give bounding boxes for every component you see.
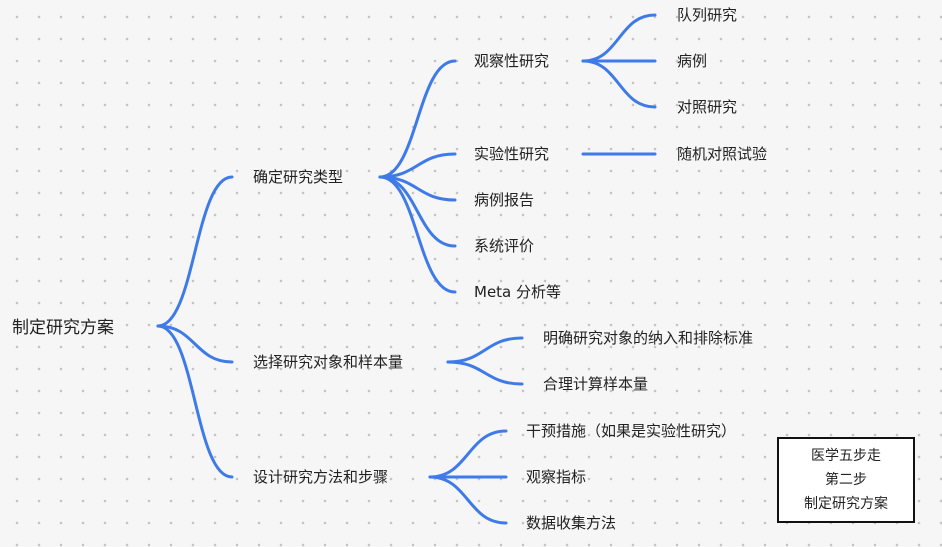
node-case[interactable]: 病例	[677, 52, 708, 70]
node-inclusion-exclusion[interactable]: 明确研究对象的纳入和排除标准	[543, 329, 754, 347]
note-line-1: 医学五步走	[811, 448, 881, 464]
node-subjects-sample-size[interactable]: 选择研究对象和样本量	[253, 353, 404, 371]
node-control-study[interactable]: 对照研究	[677, 98, 738, 116]
note-line-2: 第二步	[825, 472, 867, 488]
node-methods-steps[interactable]: 设计研究方法和步骤	[253, 468, 389, 486]
edge-root-subjects	[156, 324, 234, 364]
edge-type-meta-analysis	[378, 175, 457, 294]
node-systematic-review[interactable]: 系统评价	[474, 237, 535, 255]
edge-obs-control	[581, 59, 657, 109]
node-data-collection[interactable]: 数据收集方法	[526, 514, 617, 532]
node-meta-analysis[interactable]: Meta 分析等	[474, 283, 562, 301]
note-line-3: 制定研究方案	[804, 496, 888, 512]
edge-methods-datacollection	[428, 475, 508, 525]
node-research-type[interactable]: 确定研究类型	[253, 168, 344, 186]
edge-obs-cohort	[581, 13, 657, 63]
edge-subjects-samplesize	[446, 360, 524, 386]
node-experimental-study[interactable]: 实验性研究	[474, 145, 550, 163]
edge-methods-intervention	[428, 429, 508, 479]
node-rct[interactable]: 随机对照试验	[677, 145, 768, 163]
node-sample-size-calc[interactable]: 合理计算样本量	[543, 375, 649, 393]
root-node[interactable]: 制定研究方案	[12, 318, 114, 338]
edge-subjects-criteria	[446, 336, 524, 364]
node-outcome-measures[interactable]: 观察指标	[526, 468, 587, 486]
edge-root-research-type	[156, 175, 234, 328]
mindmap-edges	[156, 13, 657, 525]
node-case-report[interactable]: 病例报告	[474, 191, 535, 209]
node-intervention[interactable]: 干预措施（如果是实验性研究）	[526, 422, 737, 440]
step-note-box: 医学五步走 第二步 制定研究方案	[777, 437, 915, 523]
edge-root-methods	[156, 324, 234, 479]
edge-type-observational	[378, 59, 457, 179]
node-observational-study[interactable]: 观察性研究	[474, 52, 550, 70]
node-cohort-study[interactable]: 队列研究	[677, 6, 738, 24]
